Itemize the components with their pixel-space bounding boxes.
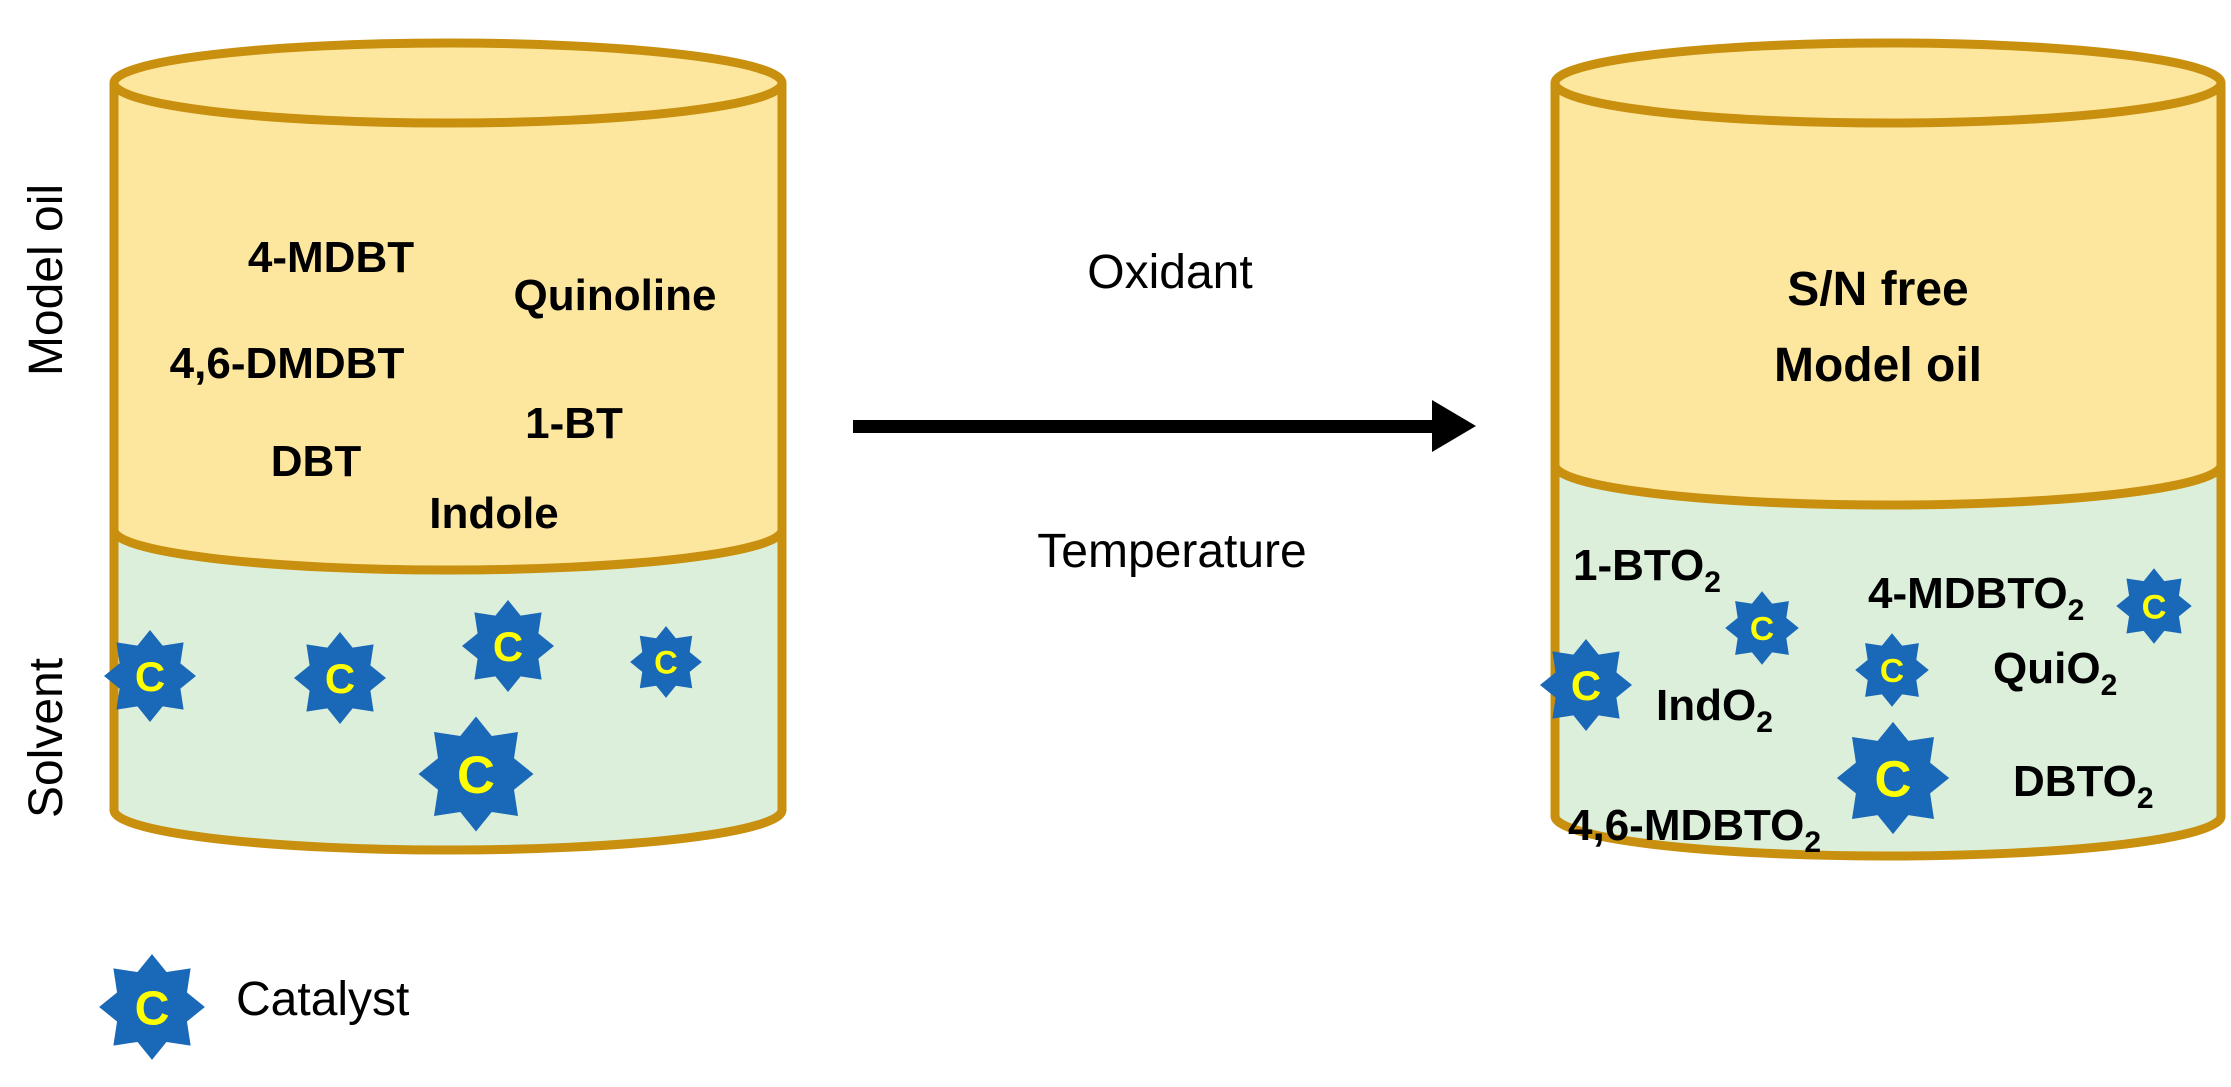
product-1-bto2: 1-BTO2: [1573, 541, 1721, 599]
svg-text:C: C: [135, 981, 170, 1035]
left-vessel-body-outline: [109, 83, 787, 855]
catalyst-icon: C: [630, 626, 702, 698]
right-oil-layer: [1555, 43, 2221, 505]
catalyst-icon: C: [462, 600, 554, 692]
compound-1-bt: 1-BT: [525, 399, 623, 448]
svg-text:C: C: [2142, 588, 2167, 626]
catalyst-icon: C: [1836, 721, 1950, 835]
catalyst-icon: C: [2116, 568, 2192, 644]
product-4-6-mdbto2: 4,6-MDBTO2: [1568, 801, 1821, 859]
catalyst-icon: C: [104, 630, 196, 722]
compound-4-6-dmdbt: 4,6-DMDBT: [170, 339, 405, 388]
compound-quinoline: Quinoline: [514, 271, 717, 320]
svg-text:C: C: [1880, 653, 1904, 690]
legend-catalyst-label: Catalyst: [236, 973, 409, 1026]
product-quio2: QuiO2: [1993, 644, 2117, 702]
legend: C Catalyst: [99, 954, 409, 1060]
product-4-mdbto2: 4-MDBTO2: [1868, 569, 2084, 627]
left-side-label-solvent: Solvent: [20, 658, 73, 818]
left-layer-boundary: [109, 529, 787, 575]
reaction-temperature: Temperature: [1037, 525, 1306, 578]
reaction-arrow-head: [1432, 400, 1476, 452]
right-vessel: S/N free Model oil 1-BTO2 4-MDBTO2 IndO2…: [1540, 38, 2226, 861]
right-layer-boundary: [1550, 464, 2226, 510]
catalyst-icon: C: [294, 632, 386, 724]
product-indo2: IndO2: [1656, 681, 1773, 739]
catalyst-icon: C: [418, 716, 534, 832]
catalyst-icon: C: [1855, 633, 1929, 707]
svg-text:C: C: [1571, 662, 1601, 709]
product-dbto2: DBTO2: [2013, 757, 2154, 815]
sn-free-line-2: Model oil: [1774, 339, 1982, 392]
svg-text:C: C: [654, 644, 678, 681]
reaction-oxidant: Oxidant: [1087, 246, 1252, 299]
reaction-arrow-group: Oxidant Temperature: [853, 246, 1476, 578]
svg-text:C: C: [325, 655, 355, 702]
right-vessel-top: [1550, 38, 2226, 128]
compound-4-mdbt: 4-MDBT: [248, 233, 414, 282]
svg-text:C: C: [1750, 611, 1774, 648]
left-vessel: Model oil Solvent 4-MDBT Quinoline 4,6-D…: [20, 38, 787, 855]
svg-text:C: C: [457, 746, 495, 805]
compound-indole: Indole: [429, 489, 559, 538]
sn-free-line-1: S/N free: [1787, 263, 1968, 316]
catalyst-icon: C: [1540, 639, 1632, 731]
legend-catalyst-icon: C: [99, 954, 205, 1060]
left-side-label-oil: Model oil: [20, 184, 73, 376]
reaction-arrow-shaft: [853, 420, 1438, 433]
left-oil-layer: [114, 43, 782, 570]
svg-text:C: C: [1875, 750, 1912, 807]
right-vessel-body-outline: [1550, 83, 2226, 861]
compound-dbt: DBT: [271, 437, 362, 486]
left-solvent-layer: [114, 530, 782, 850]
left-vessel-top: [109, 38, 787, 128]
svg-text:C: C: [493, 623, 523, 670]
svg-text:C: C: [135, 653, 165, 700]
catalyst-icon: C: [1725, 591, 1799, 665]
